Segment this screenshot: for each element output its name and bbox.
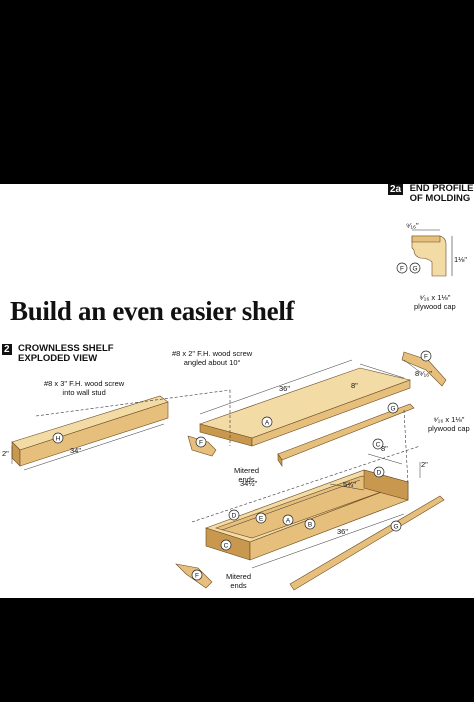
plywood-cap-line1: ⁹⁄₁₆ x 1⅛" xyxy=(433,415,465,424)
callout-e: E xyxy=(259,516,264,523)
dim-cleat-height: 2" xyxy=(2,449,9,458)
molding-part-g-upper xyxy=(277,403,415,467)
dim-inner-depth: 5¾" xyxy=(343,480,357,489)
callout-f-upper-right: F xyxy=(424,354,428,361)
figure-2-title-line1: CROWNLESS SHELF xyxy=(18,343,114,354)
dim-box-length: 36" xyxy=(337,527,349,536)
dim-cap-f: 8⁹⁄₁₆" xyxy=(415,369,432,378)
top-screw-note: #8 x 2" F.H. wood screw angled about 10° xyxy=(172,349,253,367)
callout-a-box: A xyxy=(286,518,291,525)
magazine-page: A G F F H C D D E A B C G F F G 2a END P… xyxy=(0,184,474,598)
dimension-lines xyxy=(11,359,421,569)
figure-2-title-line2: EXPLODED VIEW xyxy=(18,353,98,364)
dim-box-depth: 8" xyxy=(381,444,388,453)
mitered-lower-line1: Mitered xyxy=(226,572,252,581)
figure-2-heading: 2 CROWNLESS SHELF EXPLODED VIEW xyxy=(2,344,114,364)
molding-profile-drawing xyxy=(411,229,453,277)
callout-2a-f: F xyxy=(400,266,404,273)
figure-2a-caption: ⁹⁄₁₆ x 1⅛" plywood cap xyxy=(414,293,456,311)
dim-top-depth: 8" xyxy=(351,381,358,390)
figure-2a-caption-line2: plywood cap xyxy=(414,301,456,311)
figure-2a-badge: 2a xyxy=(388,184,404,195)
figure-2a-height-dim: 1⅛" xyxy=(454,255,468,264)
callout-f-upper-left: F xyxy=(199,440,203,447)
plywood-cap-note: ⁹⁄₁₆ x 1⅛" plywood cap xyxy=(428,415,470,433)
top-screw-note-line2: angled about 10° xyxy=(183,357,241,367)
callout-c-top: C xyxy=(376,442,381,449)
figure-2a-title-line1: END PROFILE xyxy=(409,184,474,194)
callout-d-left: D xyxy=(232,513,237,520)
mitered-ends-lower-note: Mitered ends xyxy=(226,572,252,590)
dim-cleat-length: 34" xyxy=(70,446,82,455)
mitered-ends-upper-note: Mitered ends xyxy=(234,466,260,484)
callout-2a-g: G xyxy=(412,266,417,273)
top-screw-note-line1: #8 x 2" F.H. wood screw xyxy=(172,349,253,358)
figure-2a-heading: 2a END PROFILE OF MOLDING xyxy=(388,184,473,204)
wall-screw-note: #8 x 3" F.H. wood screw into wall stud xyxy=(44,379,125,397)
figure-2a-title-line2: OF MOLDING xyxy=(409,193,471,204)
dim-top-length: 36" xyxy=(279,384,291,393)
callout-f-lower: F xyxy=(195,573,199,580)
mitered-lower-line2: ends xyxy=(230,580,247,590)
page-headline: Build an even easier shelf xyxy=(10,296,295,326)
callout-g-upper: G xyxy=(390,406,395,413)
molding-part-g-lower xyxy=(289,495,445,591)
wall-screw-note-line2: into wall stud xyxy=(62,387,106,397)
figure-2a-caption-line1: ⁹⁄₁₆ x 1⅛" xyxy=(419,293,451,302)
wall-cleat-part-h xyxy=(11,395,169,467)
mitered-upper-line2: ends xyxy=(238,474,255,484)
dim-box-height: 2" xyxy=(421,460,428,469)
part-callouts xyxy=(52,262,432,581)
callout-b: B xyxy=(308,522,312,529)
wall-screw-note-line1: #8 x 3" F.H. wood screw xyxy=(44,379,125,388)
callout-a-top: A xyxy=(265,420,270,427)
plywood-cap-line2: plywood cap xyxy=(428,423,470,433)
figure-2-badge: 2 xyxy=(2,344,12,355)
exploded-view-illustration: A G F F H C D D E A B C G F F G xyxy=(11,229,453,591)
shelf-top-part-a xyxy=(198,367,412,447)
callout-g-lower: G xyxy=(393,524,398,531)
assembly-guide-lines xyxy=(35,389,421,523)
callout-h: H xyxy=(56,436,61,443)
mitered-upper-line1: Mitered xyxy=(234,466,260,475)
callout-d-right: D xyxy=(377,470,382,477)
figure-2a-width-dim: ⁹⁄₁₆" xyxy=(406,221,419,230)
dim-inner-length: 34½" xyxy=(240,479,258,488)
callout-c-front: C xyxy=(224,543,229,550)
